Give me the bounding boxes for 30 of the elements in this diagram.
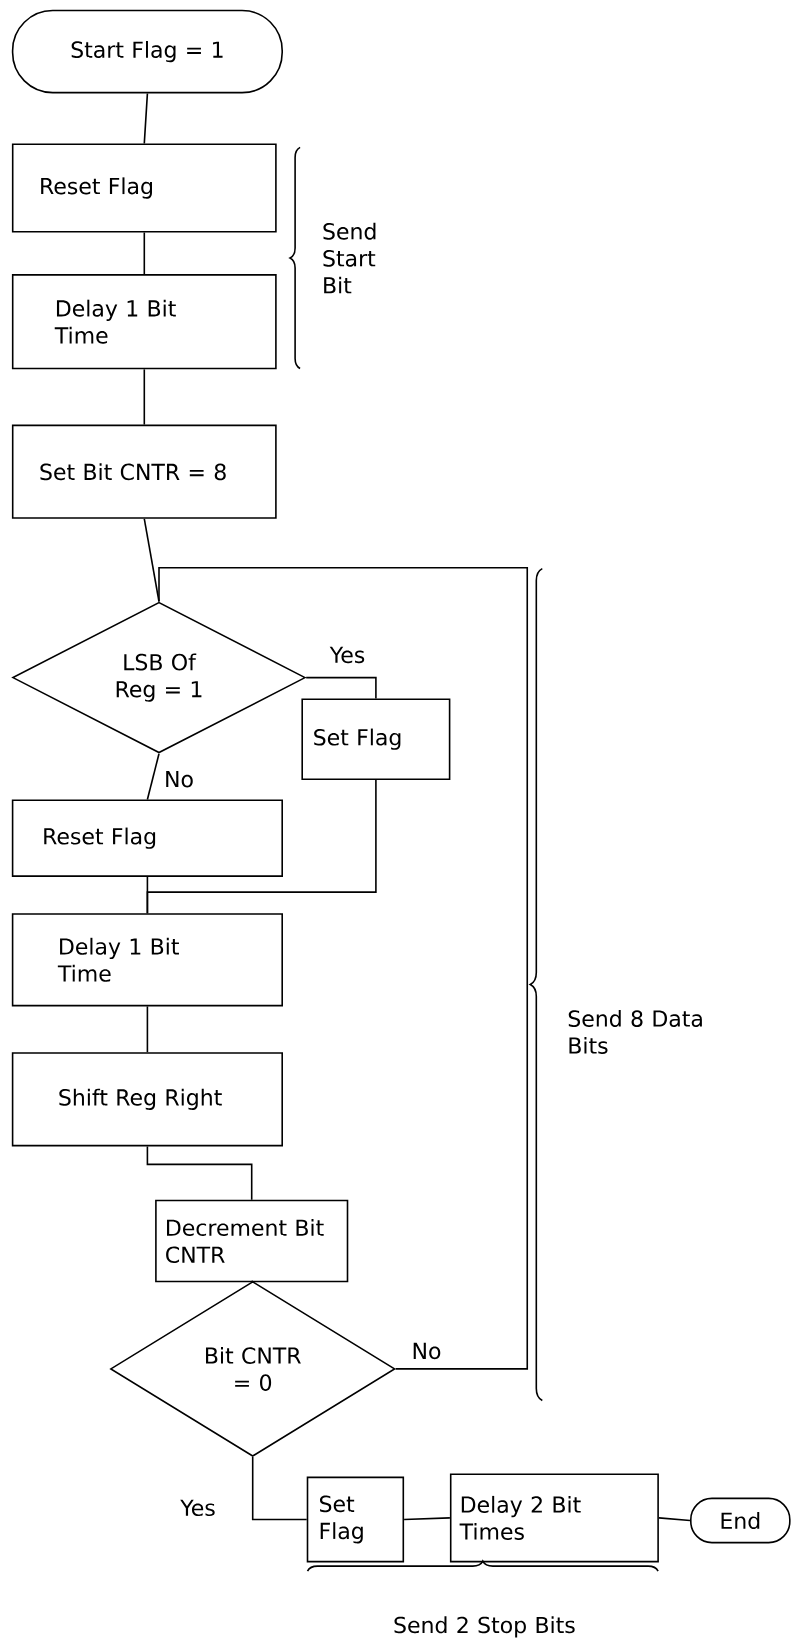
connector (251, 1456, 308, 1521)
connector (143, 231, 146, 275)
process-box: Decrement Bit CNTR (155, 1199, 349, 1283)
process-box: Set Bit CNTR = 8 (11, 424, 277, 519)
edge-label: Yes (328, 645, 367, 665)
connector (146, 1145, 253, 1201)
connector (146, 1005, 149, 1053)
connector (403, 1517, 451, 1521)
connector (146, 752, 160, 801)
brace-label: Send 2 Stop Bits (394, 1616, 575, 1638)
connector (305, 676, 377, 700)
edge-label: No (410, 1341, 443, 1361)
connector (143, 92, 149, 145)
edge-label: Yes (179, 1498, 217, 1518)
connector (158, 567, 529, 1370)
process-box: Reset Flag (11, 799, 283, 877)
process-box: Set Flag (306, 1476, 405, 1563)
connector (143, 368, 146, 426)
process-box: Delay 1 Bit Time (11, 274, 277, 370)
process-box: Delay 2 Bit Times (449, 1473, 659, 1563)
edge-label: No (163, 770, 195, 789)
brace-label: Send 8 Data Bits (568, 1009, 702, 1054)
process-box: Shift Reg Right (11, 1052, 283, 1147)
process-box: Delay 1 Bit Time (11, 913, 283, 1007)
brace-label: Send Start Bit (323, 222, 376, 294)
process-box: Set Flag (301, 698, 451, 780)
process-box: Reset Flag (11, 143, 277, 233)
connector (658, 1517, 691, 1522)
connector (250, 1279, 254, 1284)
connector (146, 876, 149, 914)
